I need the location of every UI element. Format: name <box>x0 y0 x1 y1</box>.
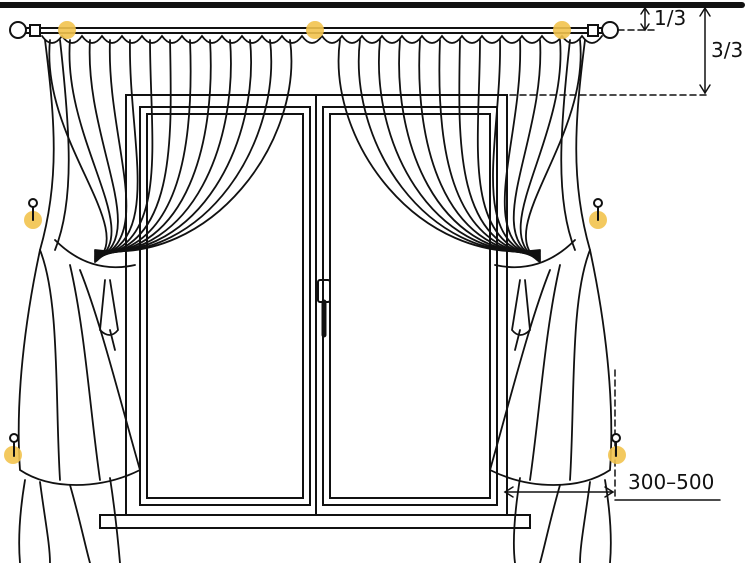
label-offset-range: 300–500 <box>628 470 715 494</box>
hook-right-lower <box>611 433 621 457</box>
sheer-fold-right <box>357 39 541 253</box>
sheer-fold-right <box>418 39 541 255</box>
tieback-left <box>54 239 136 269</box>
sheer-fold-left <box>88 39 119 261</box>
sheer-fold-right <box>476 39 541 258</box>
hook-right-upper <box>593 198 603 221</box>
sheer-fold-right <box>398 39 541 254</box>
sheer-fold-left <box>94 39 154 258</box>
sheer-fold-left <box>94 39 232 254</box>
sheer-curtain <box>41 34 603 351</box>
label-top-ratio: 1/3 <box>654 6 687 30</box>
mount-point-marker <box>553 21 571 39</box>
mount-point-marker <box>58 21 76 39</box>
drape-left-folds <box>39 39 101 481</box>
sheer-fold-right <box>378 39 541 254</box>
sheer-fold-left <box>94 39 252 254</box>
sheer-fold-left <box>48 39 108 263</box>
hook-left-lower <box>9 433 19 457</box>
sheer-fold-left <box>94 39 212 255</box>
curtain-heading <box>41 34 603 44</box>
sheer-fold-right <box>503 39 541 260</box>
holdback-hooks <box>9 198 621 457</box>
drape-left-tail <box>18 477 121 563</box>
tieback-right <box>494 239 576 269</box>
side-drapes <box>17 39 613 563</box>
sheer-fold-left <box>68 39 113 262</box>
window <box>99 94 531 529</box>
sheer-fold-left <box>94 39 139 259</box>
sheer-fold-right <box>438 39 541 256</box>
sheer-fold-left <box>94 39 172 257</box>
rod-finial-right <box>601 21 619 39</box>
sheer-fold-right <box>337 39 541 253</box>
window-handle <box>317 279 331 338</box>
hook-left-upper <box>28 198 38 221</box>
rod-finial-left <box>9 21 27 39</box>
sheer-fold-right <box>525 39 582 263</box>
drape-right-tail <box>512 477 612 563</box>
sheer-fold-left <box>94 39 293 253</box>
sheer-fold-left <box>94 39 192 256</box>
drape-left-outer <box>17 39 142 486</box>
drape-right-folds <box>529 39 591 481</box>
sheer-fold-right <box>519 39 562 262</box>
label-full-ratio: 3/3 <box>711 38 744 62</box>
mount-point-marker <box>306 21 324 39</box>
sheer-fold-left <box>94 39 128 260</box>
sheer-fold-right <box>458 39 541 257</box>
sheer-fold-right <box>492 39 541 259</box>
sheer-fold-left <box>94 39 273 253</box>
sheer-fold-right <box>512 39 542 261</box>
measure-guides <box>489 6 721 501</box>
drape-right-outer <box>488 39 613 486</box>
